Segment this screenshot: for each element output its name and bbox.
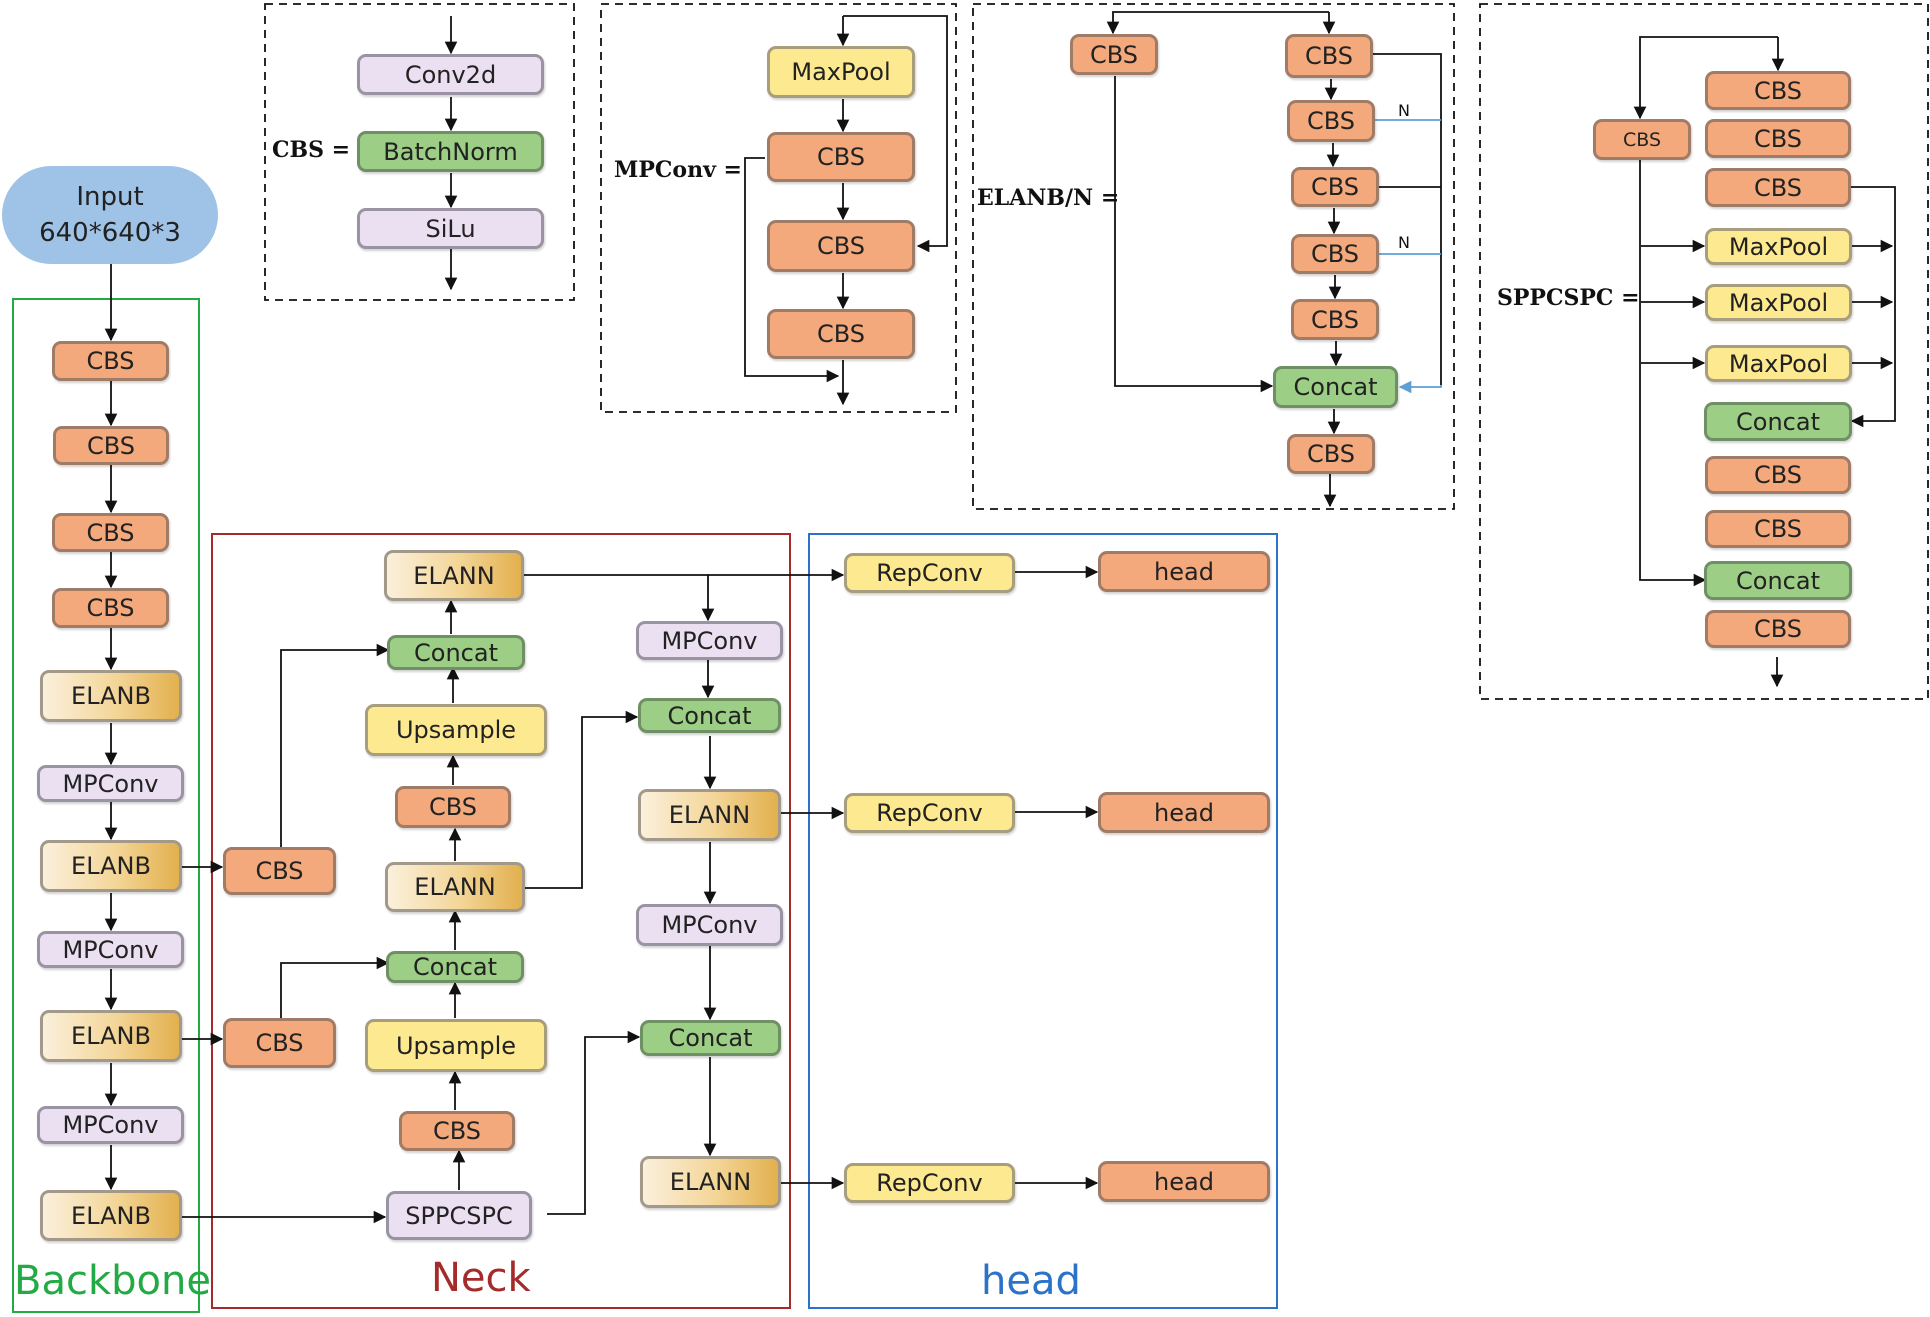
head-output-2: head: [1098, 792, 1270, 833]
head-repconv-2: RepConv: [844, 793, 1015, 833]
sppcspc-cbs-5: CBS: [1705, 510, 1851, 548]
elanb-cbs-left: CBS: [1070, 34, 1158, 75]
neck-cbs-mid: CBS: [395, 786, 511, 828]
mpconv-cbs-1: CBS: [767, 132, 915, 182]
mpconv-cbs-2: CBS: [767, 220, 915, 272]
head-output-3: head: [1098, 1161, 1270, 1202]
sppcspc-cbs-1: CBS: [1705, 71, 1851, 110]
backbone-cbs-4: CBS: [52, 588, 169, 628]
backbone-elanb-4: ELANB: [40, 1190, 182, 1241]
backbone-elanb-1: ELANB: [40, 670, 182, 722]
neck-sppcspc: SPPCSPC: [386, 1191, 532, 1240]
sppcspc-cbs-side: CBS: [1593, 119, 1691, 160]
backbone-cbs-3: CBS: [52, 513, 169, 552]
neck-concat-4: Concat: [640, 1020, 781, 1056]
batchnorm-block: BatchNorm: [357, 131, 544, 172]
sppcspc-concat-1: Concat: [1704, 402, 1852, 441]
neck-elann-top: ELANN: [384, 550, 524, 601]
head-repconv-3: RepConv: [844, 1163, 1015, 1203]
neck-mpconv-2: MPConv: [636, 904, 783, 946]
elanb-concat: Concat: [1273, 366, 1398, 408]
sppcspc-maxpool-3: MaxPool: [1705, 345, 1852, 382]
neck-section-label: Neck: [431, 1255, 531, 1301]
neck-elann-right-2: ELANN: [640, 1156, 781, 1208]
elanb-cbs-1: CBS: [1285, 34, 1373, 78]
backbone-mpconv-3: MPConv: [37, 1106, 184, 1144]
head-output-1: head: [1098, 551, 1270, 592]
backbone-elanb-3: ELANB: [40, 1010, 182, 1062]
neck-concat-1: Concat: [387, 635, 525, 670]
elanb-cbs-2: CBS: [1287, 100, 1375, 142]
neck-cbs-bottom: CBS: [399, 1111, 515, 1151]
elanb-cbs-3: CBS: [1291, 167, 1379, 207]
sppcspc-concat-2: Concat: [1704, 561, 1852, 600]
elanb-def-label: ELANB/N =: [977, 185, 1120, 211]
backbone-cbs-2: CBS: [53, 426, 169, 465]
sppcspc-maxpool-1: MaxPool: [1705, 228, 1852, 265]
sppcspc-cbs-3: CBS: [1705, 168, 1851, 207]
neck-upsample-1: Upsample: [365, 704, 547, 756]
neck-cbs-lateral-2: CBS: [223, 1018, 336, 1068]
sppcspc-def-label: SPPCSPC =: [1497, 285, 1640, 311]
conv2d-block: Conv2d: [357, 54, 544, 95]
elanb-cbs-out: CBS: [1287, 434, 1375, 474]
sppcspc-cbs-6: CBS: [1705, 610, 1851, 648]
head-section-label: head: [981, 1258, 1081, 1304]
neck-cbs-lateral-1: CBS: [223, 847, 336, 895]
backbone-section-label: Backbone: [14, 1258, 211, 1304]
input-node: Input 640*640*3: [2, 166, 218, 264]
head-repconv-1: RepConv: [844, 553, 1015, 593]
neck-mpconv-1: MPConv: [636, 621, 783, 660]
elanb-cbs-5: CBS: [1291, 299, 1379, 340]
input-label: Input: [76, 182, 144, 212]
neck-elann-mid: ELANN: [385, 862, 525, 912]
maxpool-block: MaxPool: [767, 46, 915, 98]
neck-concat-3: Concat: [638, 698, 781, 733]
neck-upsample-2: Upsample: [365, 1019, 547, 1072]
sppcspc-cbs-4: CBS: [1705, 456, 1851, 494]
elanb-cbs-4: CBS: [1291, 234, 1379, 274]
neck-elann-right-1: ELANN: [638, 789, 781, 841]
backbone-cbs-1: CBS: [52, 341, 169, 381]
sppcspc-maxpool-2: MaxPool: [1705, 284, 1852, 321]
mpconv-cbs-3: CBS: [767, 309, 915, 359]
mpconv-def-label: MPConv =: [614, 157, 742, 183]
sppcspc-cbs-2: CBS: [1705, 119, 1851, 158]
backbone-mpconv-2: MPConv: [37, 931, 184, 968]
input-size: 640*640*3: [39, 218, 181, 248]
backbone-elanb-2: ELANB: [40, 840, 182, 892]
backbone-mpconv-1: MPConv: [37, 765, 184, 802]
cbs-def-label: CBS =: [272, 137, 351, 163]
silu-block: SiLu: [357, 208, 544, 249]
n-label-2: N: [1398, 233, 1410, 252]
neck-concat-2: Concat: [386, 951, 524, 983]
n-label-1: N: [1398, 101, 1410, 120]
